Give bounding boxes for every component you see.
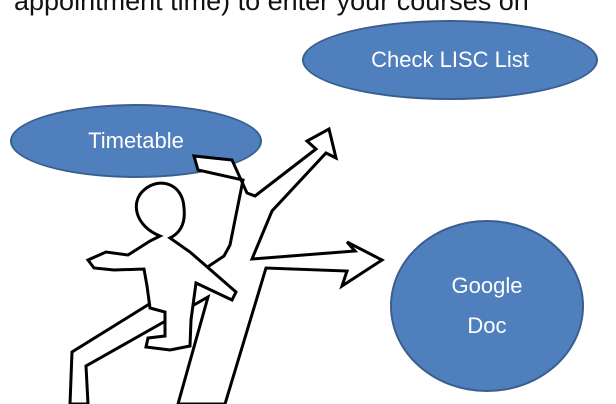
google-doc-label-line2: Doc [467, 313, 507, 338]
path-arrow-icon [68, 126, 385, 404]
google-doc-bubble[interactable]: Google Doc [390, 220, 584, 392]
google-doc-label-line1: Google [451, 273, 523, 299]
intro-text: appointment time) to enter your courses … [14, 0, 529, 16]
person-figure-icon [85, 181, 238, 352]
check-lisc-list-label: Check LISC List [371, 47, 529, 72]
timetable-label: Timetable [88, 128, 184, 153]
check-lisc-list-bubble[interactable]: Check LISC List [302, 20, 598, 100]
